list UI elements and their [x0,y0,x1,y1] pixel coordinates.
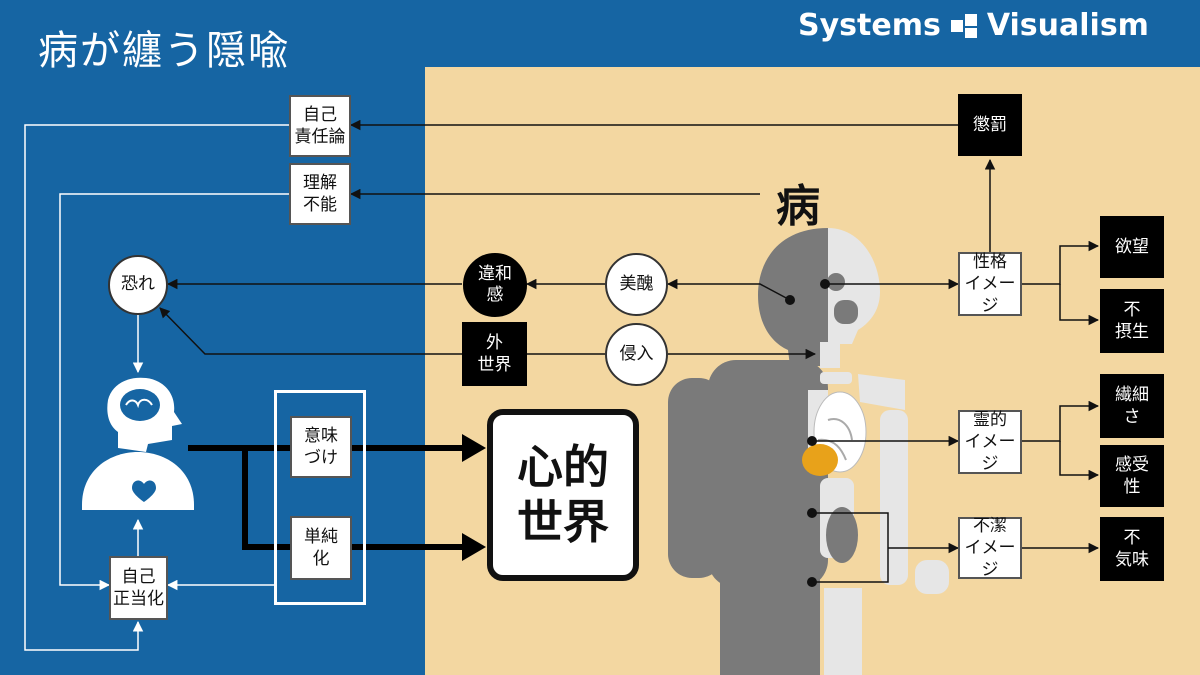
punishment-box: 懲罰 [958,94,1022,156]
incomprehensible-box: 理解 不能 [289,163,351,225]
process-frame [274,390,366,605]
invasion-node: 侵入 [605,323,668,386]
delicacy-box: 繊細 さ [1100,374,1164,438]
heart-world-box: 心的 世界 [487,409,639,581]
sensitivity-box: 感受 性 [1100,445,1164,507]
simplification-box: 単純 化 [290,516,352,580]
page-title: 病が纏う隠喩 [38,28,290,74]
spiritual-image-box: 霊的 イメージ [958,410,1022,474]
personality-image-box: 性格 イメージ [958,252,1022,316]
self-justification-box: 自己 正当化 [109,556,168,620]
beauty-ugliness-node: 美醜 [605,253,668,316]
brand-name: Systems [798,8,941,43]
creepy-box: 不 気味 [1100,517,1164,581]
unclean-image-box: 不潔 イメージ [958,516,1022,580]
human-anatomy-silhouette-icon [668,228,828,675]
outside-world-box: 外 世界 [462,322,527,386]
brand-name-2: Visualism [986,8,1149,43]
fear-node: 恐れ [108,255,168,315]
desire-box: 欲望 [1100,216,1164,278]
skeleton-half-figure [802,228,949,675]
brand-logo: Systems Visualism [798,8,1149,43]
discomfort-node: 違和 感 [463,253,527,317]
unhealthy-box: 不 摂生 [1100,289,1164,353]
meaning-making-box: 意味 づけ [290,416,352,478]
self-responsibility-box: 自己 責任論 [289,95,351,157]
disease-label: 病 [776,181,820,232]
head-brain-heart-person-icon [82,377,194,510]
systems-visualism-logo-icon [950,13,977,38]
